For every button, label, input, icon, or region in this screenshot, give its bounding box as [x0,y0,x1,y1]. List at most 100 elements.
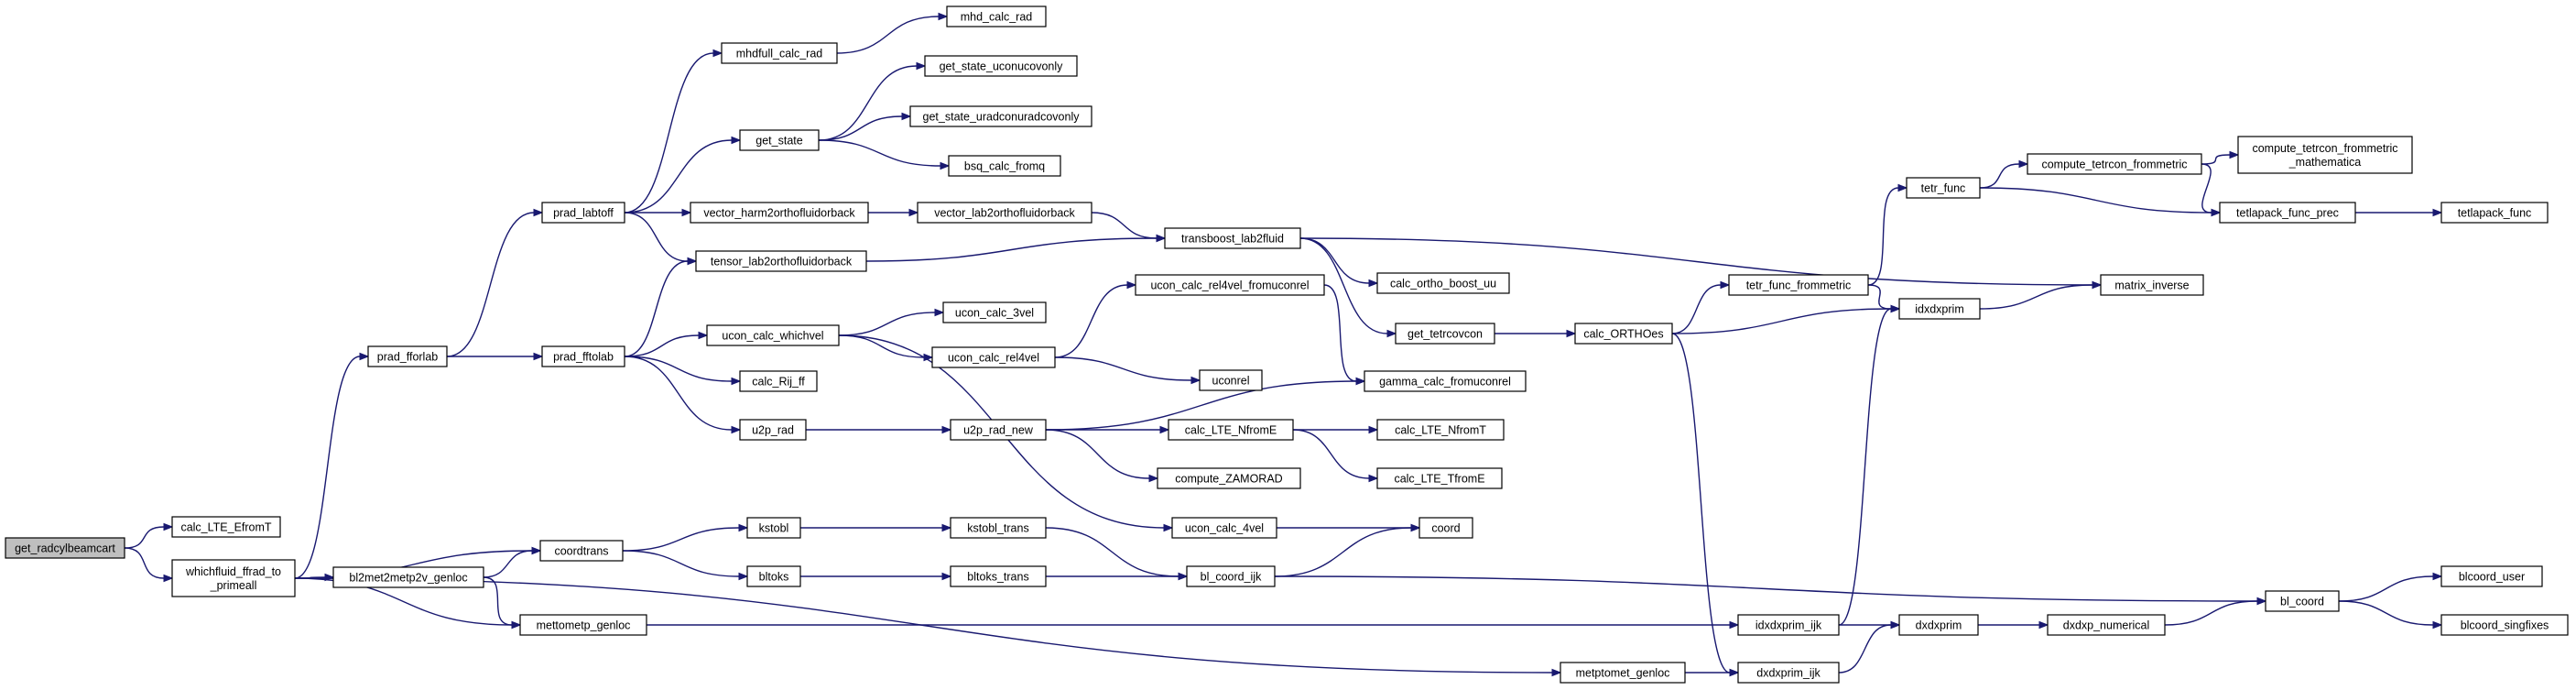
node-tetlapack-func-prec[interactable]: tetlapack_func_prec [2219,202,2356,224]
node-box [695,250,867,272]
node-bl-coord[interactable]: bl_coord [2265,590,2340,612]
node-dxdxprim-ijk[interactable]: dxdxprim_ijk [1737,662,1840,684]
edge-arrowhead [531,546,542,555]
node-label: dxdxprim [1916,619,1962,632]
edge-calc-LTE-NfromE-to-calc-LTE-TfromE [1292,429,1379,483]
edge-arrowhead [687,257,698,266]
node-label: bl_coord [2280,596,2324,608]
node-u2p-rad[interactable]: u2p_rad [739,419,807,441]
node-calc-ORTHOes[interactable]: calc_ORTHOes [1574,323,1673,345]
node-calc-LTE-TfromE[interactable]: calc_LTE_TfromE [1376,467,1503,489]
node-prad-labtoff[interactable]: prad_labtoff [541,202,625,224]
node-whichfluid-ffrad[interactable]: whichfluid_ffrad_to_primeall [171,559,296,597]
node-ucon-calc-rel4vel[interactable]: ucon_calc_rel4vel [931,346,1056,368]
node-bl2met2metp2v-genloc[interactable]: bl2met2metp2v_genloc [332,566,484,588]
node-idxdxprim[interactable]: idxdxprim [1898,298,1981,320]
node-label: idxdxprim [1915,303,1964,316]
edge-arrowhead [1148,474,1159,483]
node-label: calc_ORTHOes [1583,328,1663,341]
node-tetlapack-func[interactable]: tetlapack_func [2440,202,2549,224]
node-blcoord-singfixes[interactable]: blcoord_singfixes [2440,614,2569,636]
edge-coordtrans-to-kstobl [622,523,749,552]
node-coord[interactable]: coord [1418,517,1473,539]
node-tetr-func-frommetric[interactable]: tetr_func_frommetric [1728,274,1869,296]
edge-arrowhead [934,308,945,317]
node-tetr-func[interactable]: tetr_func [1906,177,1981,199]
node-ucon-calc-3vel[interactable]: ucon_calc_3vel [942,301,1047,323]
node-label: tensor_lab2orthofluidorback [711,256,853,268]
node-prad-fftolab[interactable]: prad_fftolab [541,345,625,367]
edge-tetr-func-frommetric-to-tetr-func [1867,183,1908,286]
node-label: mhd_calc_rad [961,11,1033,24]
edge-line [124,526,165,549]
edge-line [624,334,700,357]
node-matrix-inverse[interactable]: matrix_inverse [2100,274,2204,296]
edge-line [1054,284,1128,358]
node-coordtrans[interactable]: coordtrans [539,540,624,562]
edge-line [2201,154,2231,165]
node-box [1898,298,1981,320]
node-mettometp-genloc[interactable]: mettometp_genloc [519,614,647,636]
node-dxdxp-numerical[interactable]: dxdxp_numerical [2047,614,2166,636]
node-get-state[interactable]: get_state [739,129,820,151]
node-box [1164,227,1301,249]
node-mhd-calc-rad[interactable]: mhd_calc_rad [946,5,1047,27]
node-get-state-uradconuradcovonly[interactable]: get_state_uradconuradcovonly [909,105,1092,127]
edge-calc-LTE-NfromE-to-calc-LTE-NfromT [1293,425,1379,434]
edge-get-state-to-get-state-uconucovonly [818,61,927,141]
node-box [1898,614,1979,636]
node-idxdxprim-ijk[interactable]: idxdxprim_ijk [1737,614,1840,636]
node-box [1376,419,1505,441]
edge-arrowhead [1386,329,1397,338]
node-uconrel[interactable]: uconrel [1199,369,1263,391]
node-label: calc_LTE_NfromE [1185,424,1277,437]
node-metptomet-genloc[interactable]: metptomet_genloc [1560,662,1686,684]
node-calc-LTE-NfromT[interactable]: calc_LTE_NfromT [1376,419,1505,441]
edge-line [1867,284,1892,310]
node-transboost-lab2fluid[interactable]: transboost_lab2fluid [1164,227,1301,249]
node-box [541,202,625,224]
node-blcoord-user[interactable]: blcoord_user [2440,565,2543,587]
node-vector-harm2orthofluidorback[interactable]: vector_harm2orthofluidorback [690,202,869,224]
node-ucon-calc-4vel[interactable]: ucon_calc_4vel [1171,517,1277,539]
node-mhdfull-calc-rad[interactable]: mhdfull_calc_rad [721,42,838,64]
node-get-radcylbeamcart[interactable]: get_radcylbeamcart [5,537,125,559]
node-u2p-rad-new[interactable]: u2p_rad_new [950,419,1047,441]
node-ucon-calc-whichvel[interactable]: ucon_calc_whichvel [706,324,840,346]
node-calc-Rij-ff[interactable]: calc_Rij_ff [739,370,818,392]
node-bl-coord-ijk[interactable]: bl_coord_ijk [1186,565,1276,587]
node-box [948,155,1061,177]
node-bsq-calc-fromq[interactable]: bsq_calc_fromq [948,155,1061,177]
node-tensor-lab2orthofluidorback[interactable]: tensor_lab2orthofluidorback [695,250,867,272]
node-kstobl-trans[interactable]: kstobl_trans [950,517,1047,539]
node-label: vector_lab2orthofluidorback [934,207,1075,220]
edge-line [624,356,733,382]
node-box [2047,614,2166,636]
node-get-state-uconucovonly[interactable]: get_state_uconucovonly [924,55,1078,77]
node-prad-fforlab[interactable]: prad_fforlab [367,345,448,367]
edge-line [624,260,689,357]
edge-line [1838,308,1892,626]
node-ucon-calc-rel4vel-fromuconrel[interactable]: ucon_calc_rel4vel_fromuconrel [1135,274,1325,296]
node-gamma-calc-fromuconrel[interactable]: gamma_calc_fromuconrel [1364,370,1527,392]
edge-u2p-rad-new-to-calc-LTE-NfromE [1046,425,1170,434]
node-vector-lab2orthofluidorback[interactable]: vector_lab2orthofluidorback [917,202,1092,224]
edge-prad-labtoff-to-vector-harm2orthofluidorback [624,208,692,217]
node-calc-ortho-boost-uu[interactable]: calc_ortho_boost_uu [1376,272,1510,294]
node-label: compute_ZAMORAD [1175,473,1282,486]
node-compute-tetrcon-frommetric[interactable]: compute_tetrcon_frommetric [2027,153,2202,175]
node-calc-LTE-EfromT[interactable]: calc_LTE_EfromT [171,516,281,538]
node-bltoks-trans[interactable]: bltoks_trans [950,565,1047,587]
edge-arrowhead [1551,668,1562,677]
node-get-tetrcovcon[interactable]: get_tetrcovcon [1395,323,1495,345]
node-compute-tetrcon-frommetric-mathematica[interactable]: compute_tetrcon_frommetric_mathematica [2237,136,2413,174]
node-compute-ZAMORAD[interactable]: compute_ZAMORAD [1157,467,1301,489]
node-calc-LTE-NfromE[interactable]: calc_LTE_NfromE [1168,419,1294,441]
edge-u2p-rad-new-to-compute-ZAMORAD [1045,429,1159,483]
node-dxdxprim[interactable]: dxdxprim [1898,614,1979,636]
edge-arrowhead [908,208,919,217]
node-kstobl[interactable]: kstobl [746,517,801,539]
node-box [931,346,1056,368]
node-box [739,370,818,392]
node-bltoks[interactable]: bltoks [746,565,801,587]
